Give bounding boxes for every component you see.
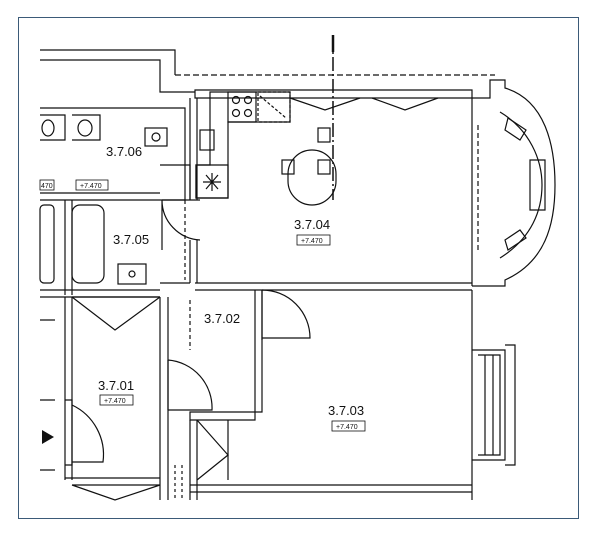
door-3702 (261, 289, 311, 340)
fridge-symbol (203, 173, 221, 191)
level-partial: 470 (41, 183, 53, 190)
wall-3705 (40, 200, 160, 298)
level-box (331, 420, 366, 432)
room-3701-top (71, 296, 161, 331)
table (287, 149, 337, 206)
stove-burner (231, 95, 241, 105)
bay-window-inner (499, 111, 543, 259)
stove (227, 91, 257, 123)
dashed-appliance (257, 91, 291, 123)
room-label-3704: 3.7.04 (294, 217, 330, 232)
window-3704 (289, 97, 439, 111)
chair (317, 159, 331, 175)
upper-left-outline (40, 59, 195, 93)
level-3704: +7.470 (301, 238, 323, 245)
chair (317, 127, 331, 143)
wall-3702-right (189, 290, 263, 421)
wall-3706-right (160, 164, 191, 200)
bottom-left-dashes (174, 465, 183, 500)
drawing-frame (18, 17, 579, 519)
toilet (77, 119, 93, 137)
wall-3704-left-lower (189, 240, 198, 283)
stove-burner (243, 95, 253, 105)
level-3703: +7.470 (336, 424, 358, 431)
fridge (195, 164, 229, 199)
door-3703 (196, 419, 229, 481)
level-box-partial (39, 179, 55, 191)
toilet (41, 119, 55, 137)
wall-3701-left (64, 297, 73, 480)
door-3705 (161, 199, 201, 250)
stove-burner (243, 108, 253, 118)
level-box (75, 179, 109, 191)
washbasin-drain (128, 270, 136, 278)
stove-burner (231, 108, 241, 118)
door-entry (65, 399, 105, 466)
level-box (99, 394, 134, 406)
wall-bath-top (40, 107, 186, 200)
bathtub-left (39, 204, 55, 284)
room-3706-toilets (40, 114, 101, 141)
washbasin-drain (151, 132, 161, 142)
room-label-3701: 3.7.01 (98, 378, 134, 393)
bay-window (472, 79, 556, 287)
upper-left-wall (40, 49, 176, 75)
wall-3703-bottom (190, 484, 472, 493)
washbasin (144, 127, 168, 147)
chair (281, 159, 295, 175)
window-3703-frame (505, 344, 516, 466)
room-label-3702: 3.7.02 (204, 311, 240, 326)
room-label-3703: 3.7.03 (328, 403, 364, 418)
room-label-3706: 3.7.06 (106, 144, 142, 159)
washbasin-3705 (117, 263, 147, 285)
bathtub (71, 204, 105, 284)
bay-window-frames (504, 117, 546, 251)
wall-3704-bottom (195, 282, 472, 291)
level-box (296, 234, 331, 246)
door-3701 (167, 359, 213, 411)
level-3701: +7.470 (104, 398, 126, 405)
left-partial-walls (40, 319, 55, 471)
wall-3703-left (189, 420, 229, 500)
entry-arrow-icon (42, 430, 54, 444)
window-3703 (472, 349, 506, 461)
wall-3706-bottom (40, 192, 185, 201)
sink (199, 129, 215, 151)
room-label-3705: 3.7.05 (113, 232, 149, 247)
room-3701-bottom (65, 477, 161, 501)
level-3706: +7.470 (80, 183, 102, 190)
